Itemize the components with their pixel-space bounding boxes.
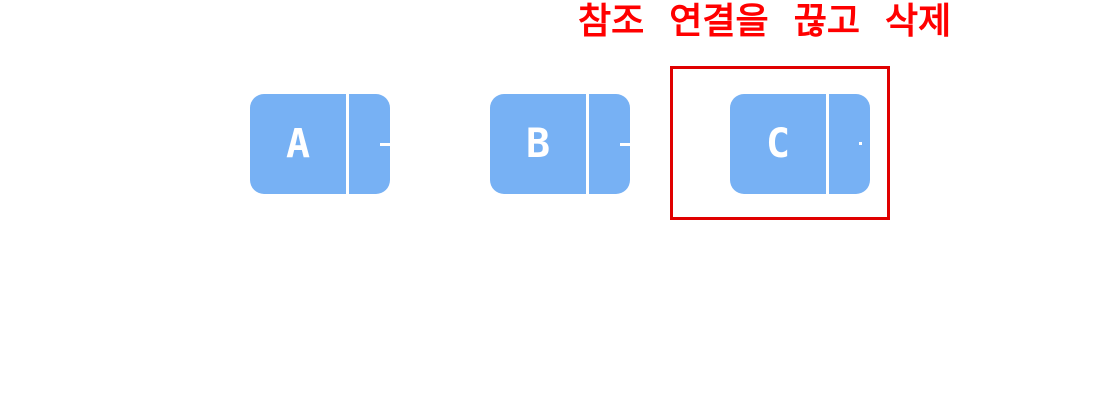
- node-a-label: A: [285, 121, 311, 167]
- node-b-divider: [586, 94, 589, 194]
- list-node-a: A: [250, 94, 390, 194]
- node-c-divider: [826, 94, 829, 194]
- node-b-next-pointer: [620, 143, 630, 146]
- node-a-divider: [346, 94, 349, 194]
- list-node-b: B: [490, 94, 630, 194]
- node-a-next-pointer: [380, 143, 390, 146]
- list-node-c: C: [730, 94, 870, 194]
- deleted-node-highlight: [670, 66, 890, 220]
- node-b-label: B: [525, 121, 551, 167]
- node-c-null-pointer: [859, 142, 862, 145]
- node-c-label: C: [765, 121, 791, 167]
- deletion-caption: 참조 연결을 끊고 삭제: [578, 1, 952, 42]
